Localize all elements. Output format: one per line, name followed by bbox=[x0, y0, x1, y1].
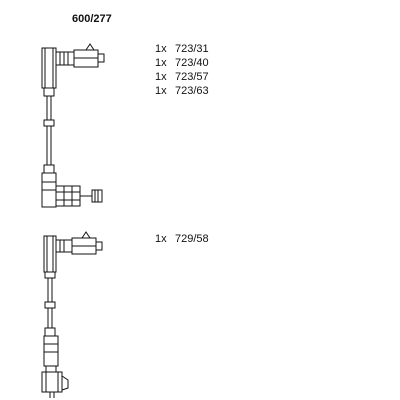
lead-1-cable bbox=[43, 87, 55, 174]
part-number: 723/31 bbox=[175, 43, 209, 55]
part-qty: 1x bbox=[155, 43, 167, 55]
part-list-group-1: 1x 723/31 1x 723/40 1x 723/57 1x 723/63 bbox=[155, 42, 209, 98]
part-number: 723/40 bbox=[175, 57, 209, 69]
lead-2-cable bbox=[44, 271, 56, 337]
part-qty: 1x bbox=[155, 233, 167, 245]
part-qty: 1x bbox=[155, 71, 167, 83]
ignition-lead-2-drawing bbox=[41, 231, 103, 398]
part-row: 1x 723/31 bbox=[155, 42, 209, 56]
part-row: 1x 723/57 bbox=[155, 70, 209, 84]
part-number: 729/58 bbox=[175, 233, 209, 245]
lead-1-top-boot bbox=[41, 43, 105, 89]
lead-1-bottom-boot bbox=[41, 172, 103, 208]
part-number: 723/63 bbox=[175, 85, 209, 97]
part-row: 1x 723/63 bbox=[155, 84, 209, 98]
part-row: 1x 729/58 bbox=[155, 232, 209, 246]
part-list-group-2: 1x 729/58 bbox=[155, 232, 209, 246]
lead-2-bottom-boot bbox=[41, 335, 69, 398]
ignition-lead-1-drawing bbox=[41, 43, 105, 208]
part-row: 1x 723/40 bbox=[155, 56, 209, 70]
set-number-title: 600/277 bbox=[72, 13, 112, 25]
part-qty: 1x bbox=[155, 57, 167, 69]
lead-2-top-boot bbox=[43, 231, 103, 273]
part-number: 723/57 bbox=[175, 71, 209, 83]
part-qty: 1x bbox=[155, 85, 167, 97]
